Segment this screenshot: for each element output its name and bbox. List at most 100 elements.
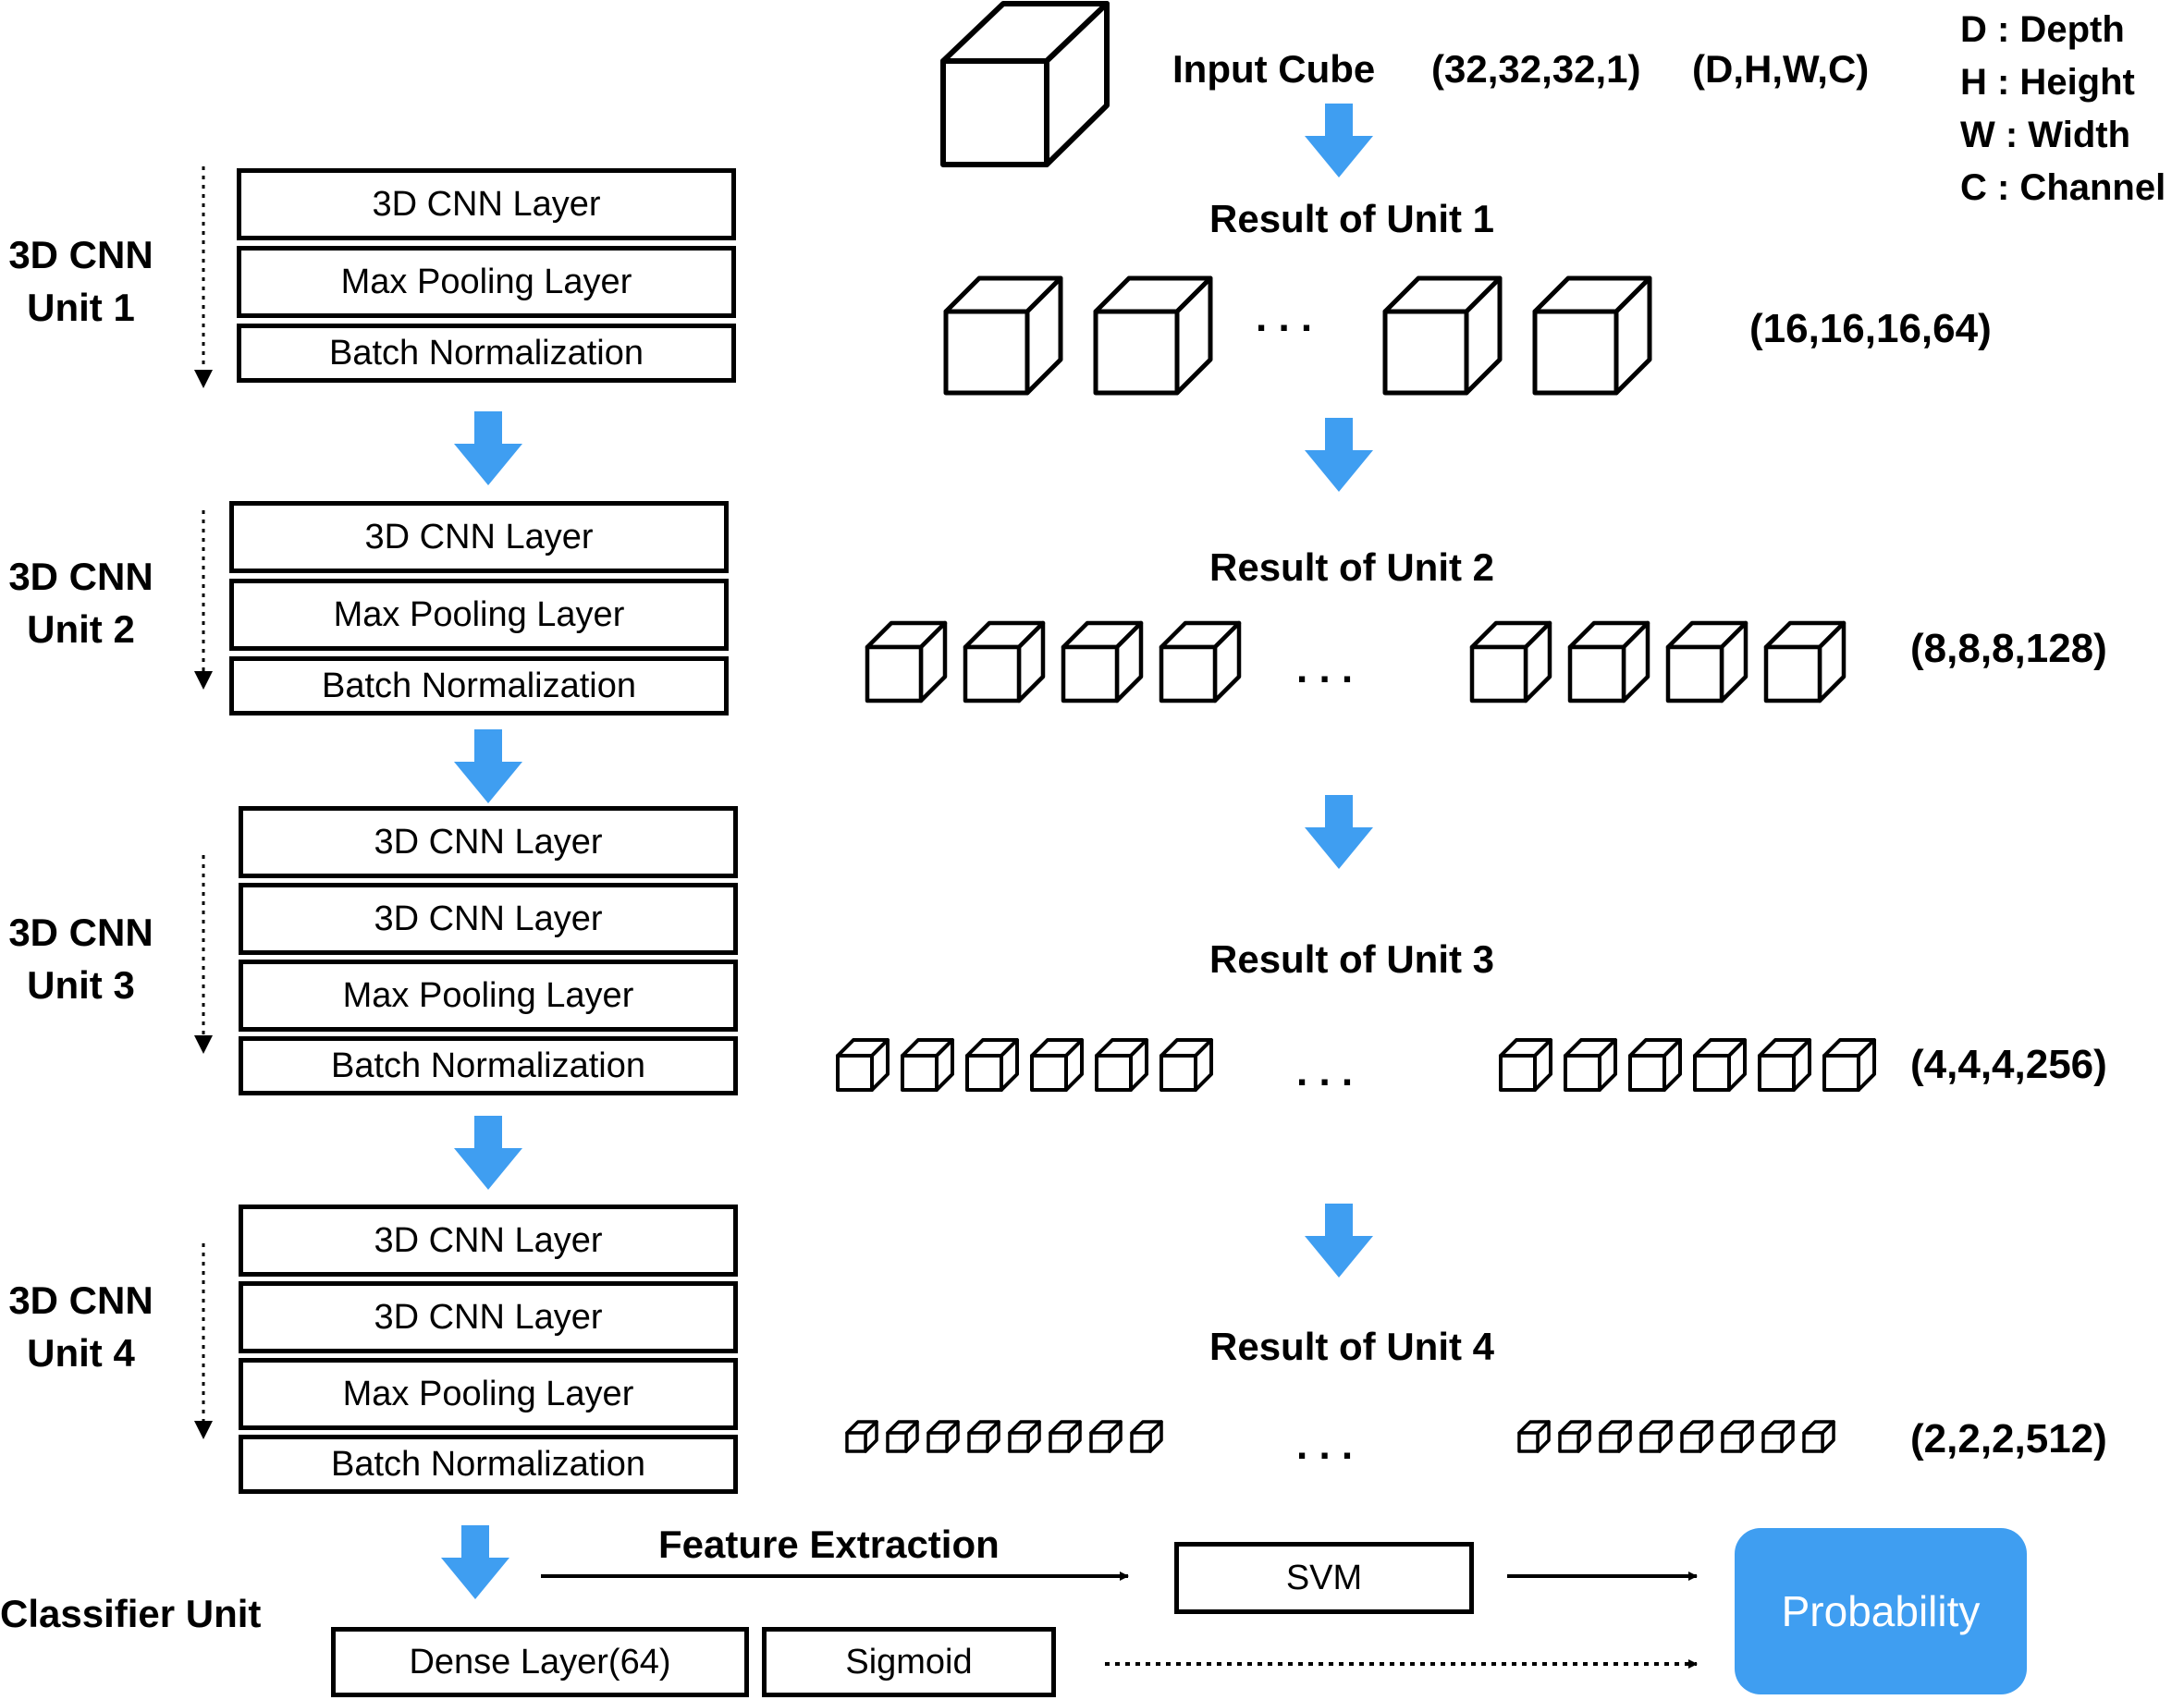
dense-layer-box: Dense Layer(64) <box>331 1627 749 1697</box>
unit3-conv-layer-1: 3D CNN Layer <box>239 806 738 878</box>
unit1-label-line2: Unit 1 <box>27 286 135 329</box>
blue-arrow-down-icon <box>454 729 522 803</box>
unit3-bn-layer: Batch Normalization <box>239 1036 738 1095</box>
result-unit3-cube-icon <box>1693 1038 1747 1092</box>
result-unit4-label: Result of Unit 4 <box>1209 1325 1495 1368</box>
result-unit4-cube-icon <box>886 1420 919 1453</box>
unit4-conv-layer-2: 3D CNN Layer <box>239 1281 738 1353</box>
svm-box: SVM <box>1174 1542 1474 1614</box>
unit2-pool-layer: Max Pooling Layer <box>229 579 729 651</box>
legend: D : Depth H : Height W : Width C : Chann… <box>1960 4 2166 214</box>
result-unit1-label: Result of Unit 1 <box>1209 197 1495 240</box>
result-unit1-cube-icon <box>1382 275 1503 396</box>
result-unit1-cube-icon <box>943 275 1063 396</box>
legend-height: H : Height <box>1960 62 2135 103</box>
blue-arrow-down-icon <box>1305 418 1373 492</box>
result-unit4-cube-icon <box>1599 1420 1632 1453</box>
unit3-flow-arrow <box>194 855 213 1054</box>
legend-width: W : Width <box>1960 115 2131 155</box>
result-unit4-cube-icon <box>845 1420 878 1453</box>
unit3-label: 3D CNN Unit 3 <box>0 906 162 1011</box>
result-unit2-cube-icon <box>1469 620 1552 703</box>
unit4-label-line2: Unit 4 <box>27 1331 135 1375</box>
unit4-pool-layer: Max Pooling Layer <box>239 1358 738 1430</box>
input-shape-format: (D,H,W,C) <box>1692 47 1870 91</box>
result-unit2-label: Result of Unit 2 <box>1209 545 1495 589</box>
result-unit4-shape: (2,2,2,512) <box>1910 1416 2107 1462</box>
input-cube-icon <box>940 1 1110 167</box>
result-unit4-cube-icon <box>1761 1420 1795 1453</box>
unit1-bn-layer: Batch Normalization <box>237 324 736 383</box>
legend-channel: C : Channel <box>1960 167 2166 208</box>
result-unit4-cube-icon <box>1517 1420 1551 1453</box>
unit4-flow-arrow <box>194 1243 213 1439</box>
result-unit3-cube-icon <box>965 1038 1019 1092</box>
unit1-label: 3D CNN Unit 1 <box>0 228 162 334</box>
result-unit4-cube-icon <box>1008 1420 1041 1453</box>
blue-arrow-down-icon <box>1305 795 1373 869</box>
unit4-bn-layer: Batch Normalization <box>239 1435 738 1494</box>
result-unit4-cube-icon <box>1130 1420 1163 1453</box>
unit3-label-line1: 3D CNN <box>8 911 153 954</box>
result-unit4-cube-icon <box>1680 1420 1713 1453</box>
unit3-pool-layer: Max Pooling Layer <box>239 960 738 1032</box>
unit1-label-line1: 3D CNN <box>8 233 153 276</box>
unit4-label-line1: 3D CNN <box>8 1278 153 1322</box>
feature-extraction-label: Feature Extraction <box>658 1523 1000 1566</box>
result-unit4-cube-icon <box>1639 1420 1673 1453</box>
result-unit3-cube-icon <box>1628 1038 1682 1092</box>
classifier-unit-label: Classifier Unit <box>0 1592 262 1635</box>
result-unit4-cube-icon <box>1558 1420 1591 1453</box>
result-unit1-shape: (16,16,16,64) <box>1749 306 1992 351</box>
result-unit1-cube-icon <box>1532 275 1652 396</box>
result-unit2-cube-icon <box>1665 620 1748 703</box>
result-unit4-ellipsis: . . . <box>1296 1423 1354 1468</box>
result-unit3-cube-icon <box>1030 1038 1084 1092</box>
result-unit4-cube-icon <box>1721 1420 1754 1453</box>
unit1-pool-layer: Max Pooling Layer <box>237 246 736 318</box>
result-unit3-cube-icon <box>1758 1038 1811 1092</box>
result-unit2-ellipsis: . . . <box>1296 646 1354 691</box>
blue-arrow-down-icon <box>454 411 522 485</box>
unit1-flow-arrow <box>194 166 213 388</box>
unit2-conv-layer: 3D CNN Layer <box>229 501 729 573</box>
sigmoid-box: Sigmoid <box>762 1627 1056 1697</box>
unit2-label: 3D CNN Unit 2 <box>0 550 162 655</box>
probability-output: Probability <box>1735 1528 2027 1694</box>
unit1-conv-layer: 3D CNN Layer <box>237 168 736 240</box>
result-unit3-cube-icon <box>1499 1038 1552 1092</box>
result-unit4-cube-icon <box>926 1420 960 1453</box>
result-unit4-cube-icon <box>1049 1420 1082 1453</box>
result-unit4-cube-icon <box>1802 1420 1835 1453</box>
unit2-bn-layer: Batch Normalization <box>229 656 729 715</box>
result-unit3-cube-icon <box>1159 1038 1213 1092</box>
result-unit1-cube-icon <box>1093 275 1213 396</box>
result-unit3-cube-icon <box>1095 1038 1148 1092</box>
blue-arrow-down-icon <box>1305 1204 1373 1278</box>
input-cube-shape: (32,32,32,1) <box>1431 47 1641 91</box>
blue-arrow-down-icon <box>454 1116 522 1190</box>
unit2-flow-arrow <box>194 510 213 690</box>
result-unit4-cube-icon <box>967 1420 1000 1453</box>
result-unit2-cube-icon <box>1061 620 1144 703</box>
result-unit4-cube-icon <box>1089 1420 1123 1453</box>
unit2-label-line2: Unit 2 <box>27 607 135 651</box>
result-unit2-shape: (8,8,8,128) <box>1910 626 2107 671</box>
result-unit3-cube-icon <box>1564 1038 1617 1092</box>
blue-arrow-down-icon <box>1305 104 1373 177</box>
blue-arrow-down-icon <box>441 1525 509 1599</box>
result-unit2-cube-icon <box>865 620 948 703</box>
unit4-label: 3D CNN Unit 4 <box>0 1274 162 1379</box>
result-unit2-cube-icon <box>1567 620 1650 703</box>
result-unit1-ellipsis: . . . <box>1256 295 1313 340</box>
result-unit2-cube-icon <box>963 620 1046 703</box>
result-unit3-ellipsis: . . . <box>1296 1049 1354 1095</box>
unit2-label-line1: 3D CNN <box>8 555 153 598</box>
result-unit3-cube-icon <box>901 1038 954 1092</box>
result-unit3-cube-icon <box>1822 1038 1876 1092</box>
result-unit3-shape: (4,4,4,256) <box>1910 1042 2107 1087</box>
unit3-conv-layer-2: 3D CNN Layer <box>239 883 738 955</box>
unit3-label-line2: Unit 3 <box>27 963 135 1007</box>
